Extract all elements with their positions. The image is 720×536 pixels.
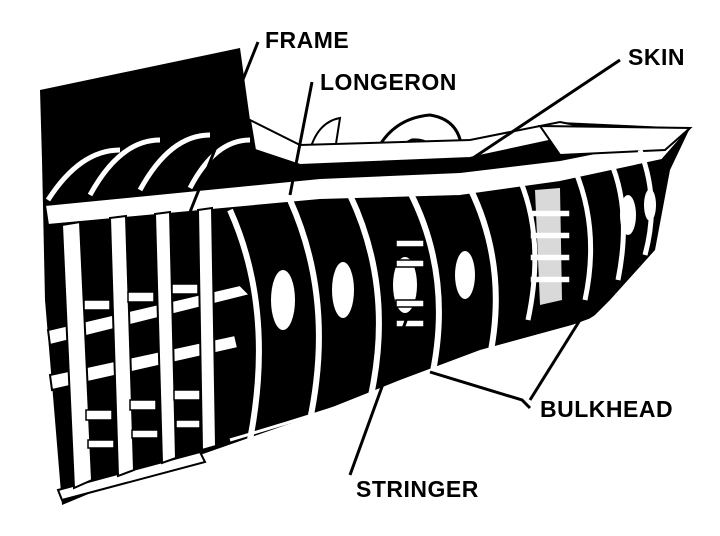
- longeron-label: LONGERON: [320, 69, 457, 95]
- center-bulkhead-rings: [227, 186, 499, 441]
- frame-label: FRAME: [265, 27, 349, 53]
- callout-labels: FRAME LONGERON SKIN BULKHEAD STRINGER: [265, 27, 685, 502]
- bulkhead-leader-2: [528, 319, 582, 401]
- skin-label: SKIN: [628, 44, 685, 70]
- bottom-skin-edge: [229, 249, 662, 442]
- skin-leader: [451, 58, 621, 174]
- leader-lines: [180, 41, 621, 476]
- fuselage-illustration: [40, 48, 693, 505]
- center-openings: [271, 251, 475, 330]
- antenna-fin: [308, 116, 342, 151]
- bulkhead-leader: [429, 370, 532, 410]
- left-rungs: [83, 283, 201, 449]
- bulkhead-label: BULKHEAD: [540, 396, 673, 422]
- longeron-leader: [288, 81, 314, 196]
- stringer-leader: [348, 314, 410, 476]
- right-openings: [535, 188, 656, 305]
- frame-leader: [180, 41, 260, 233]
- stringer-label: STRINGER: [356, 476, 479, 502]
- left-frames: [60, 206, 218, 490]
- tail-skin-panel: [538, 124, 693, 157]
- lower-longeron-bottom: [56, 450, 207, 502]
- upper-frame-arches: [45, 132, 251, 202]
- top-longeron: [43, 127, 691, 227]
